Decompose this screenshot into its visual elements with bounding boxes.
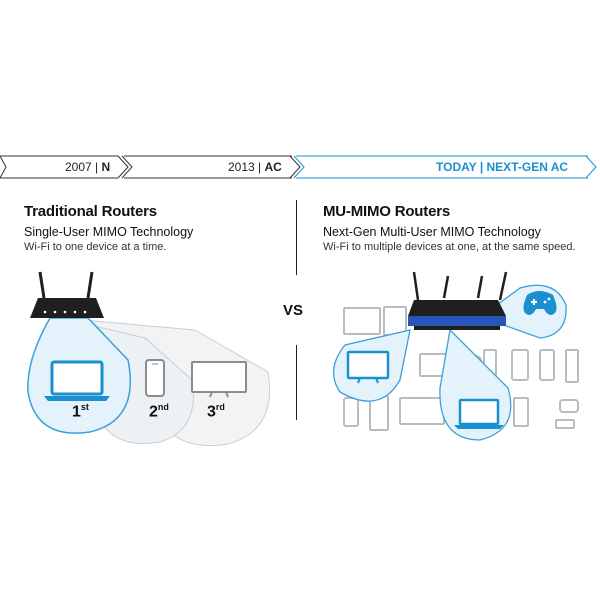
single-user-illustration	[27, 271, 271, 447]
left-description: Wi-Fi to one device at a time.	[24, 241, 167, 253]
timeline-year: 2007	[65, 160, 92, 174]
laptop-icon-active	[454, 398, 504, 429]
usb-stick-icon	[555, 419, 575, 429]
router-icon	[408, 271, 508, 330]
multi-user-illustration	[333, 271, 579, 441]
right-title: MU-MIMO Routers	[323, 203, 450, 220]
tablet-icon	[383, 306, 407, 336]
speaker-icon	[511, 349, 529, 381]
tv-icon	[399, 397, 445, 425]
phone-icon	[539, 349, 555, 381]
ordinal-third: 3rd	[207, 402, 225, 421]
divider-bottom	[296, 345, 297, 420]
timeline-item-2013: 2013 | AC	[228, 160, 282, 174]
tv-icon-active	[346, 350, 390, 384]
timeline-band	[0, 155, 597, 179]
right-description: Wi-Fi to multiple devices at one, at the…	[323, 241, 576, 253]
monitor-icon	[343, 307, 381, 335]
right-subtitle: Next-Gen Multi-User MIMO Technology	[323, 225, 541, 239]
timeline-standard: NEXT-GEN AC	[486, 160, 569, 174]
timeline-item-2007: 2007 | N	[65, 160, 110, 174]
timeline-standard: N	[101, 160, 111, 174]
ordinal-first: 1st	[72, 402, 89, 421]
timeline-item-today: TODAY | NEXT-GEN AC	[436, 160, 568, 174]
gamepad-icon-active	[523, 291, 557, 315]
drive-icon	[513, 397, 529, 427]
timeline-separator: |	[258, 160, 262, 174]
timeline-separator: |	[479, 160, 484, 174]
timeline-year: TODAY	[436, 160, 477, 174]
router-icon	[30, 271, 104, 318]
timeline-year: 2013	[228, 160, 255, 174]
timeline-standard: AC	[264, 160, 282, 174]
divider-top	[296, 200, 297, 275]
phone-icon	[343, 397, 359, 427]
left-title: Traditional Routers	[24, 203, 157, 220]
ordinal-second: 2nd	[149, 402, 169, 421]
left-subtitle: Single-User MIMO Technology	[24, 225, 194, 239]
pc-tower-icon	[565, 349, 579, 383]
phone-icon	[145, 359, 165, 397]
streaming-box-icon	[559, 399, 579, 413]
vs-label: VS	[283, 302, 304, 319]
tv-icon	[191, 361, 247, 398]
laptop-icon	[44, 360, 110, 401]
timeline-separator: |	[95, 160, 99, 174]
